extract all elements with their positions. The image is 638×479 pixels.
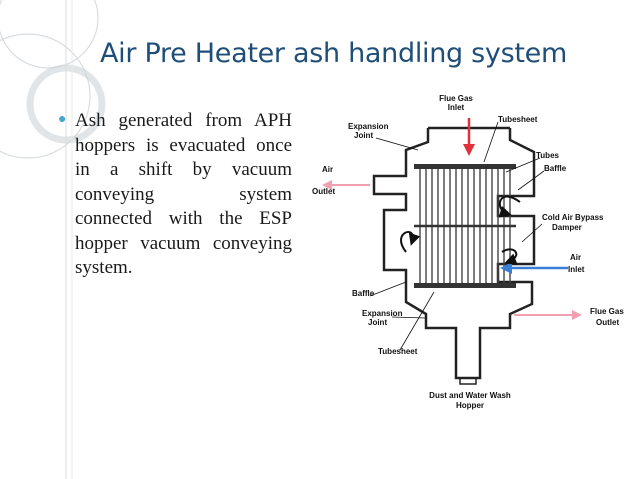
- label-air-outlet: Air: [322, 165, 333, 174]
- label-air-inlet-2: Inlet: [568, 265, 585, 274]
- bullet-icon: ●: [58, 112, 67, 127]
- flue-gas-inlet-arrow: [463, 118, 475, 156]
- label-air-outlet-2: Outlet: [312, 187, 335, 196]
- label-tubesheet-bottom: Tubesheet: [378, 347, 418, 356]
- flue-gas-outlet-arrow: [514, 310, 582, 320]
- label-hopper: Dust and Water Wash: [429, 391, 511, 400]
- air-outlet-arrow: [322, 180, 370, 190]
- hopper-outlet: [459, 377, 477, 385]
- label-flue-gas-inlet-2: Inlet: [448, 103, 465, 112]
- slide-title: Air Pre Heater ash handling system: [100, 38, 567, 69]
- leader-lines: [369, 121, 545, 351]
- air-inlet-arrow: [500, 262, 568, 274]
- label-expansion-joint-bottom-2: Joint: [368, 318, 387, 327]
- label-expansion-joint-top-2: Joint: [354, 131, 373, 140]
- label-baffle-right: Baffle: [544, 164, 567, 173]
- label-hopper-2: Hopper: [456, 401, 484, 410]
- bullet-text: Ash generated from APH hoppers is evacua…: [75, 110, 292, 278]
- label-tubes: Tubes: [536, 151, 560, 160]
- tubesheet-top-plate: [414, 164, 516, 169]
- label-flue-gas-outlet-2: Outlet: [596, 318, 619, 327]
- label-flue-gas-outlet: Flue Gas: [590, 307, 624, 316]
- label-tubesheet-top: Tubesheet: [498, 115, 538, 124]
- label-expansion-joint-top: Expansion: [348, 122, 389, 131]
- label-cold-air-bypass-2: Damper: [552, 223, 582, 232]
- label-baffle-left: Baffle: [352, 289, 375, 298]
- label-air-inlet: Air: [570, 253, 581, 262]
- air-preheater-diagram: Flue Gas Inlet Tubesheet Expansion Joint…: [312, 94, 624, 410]
- label-expansion-joint-bottom: Expansion: [362, 309, 403, 318]
- tubesheet-bottom-plate: [414, 283, 516, 288]
- label-cold-air-bypass: Cold Air Bypass: [542, 213, 604, 222]
- label-flue-gas-inlet: Flue Gas: [439, 94, 473, 103]
- air-circulation-arrows: [400, 195, 521, 265]
